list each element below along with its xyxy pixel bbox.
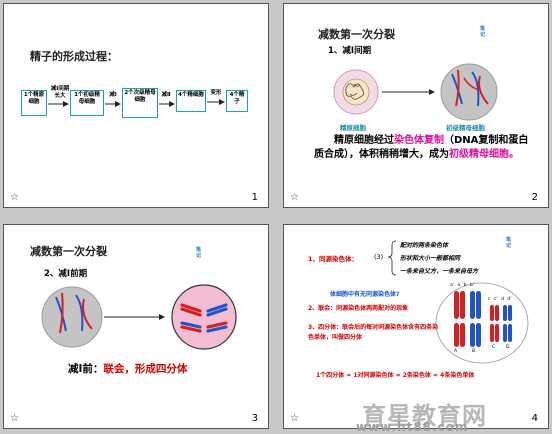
slide-3-note: 笔记 <box>196 247 202 259</box>
definition-line: 一条来自父方，一条来自母方 <box>400 268 479 275</box>
watermark-url: www.ht88.com <box>356 420 469 434</box>
arrow-label-interphase: 减Ⅰ间期长大 <box>50 86 70 99</box>
chromosome-label-D: D <box>506 345 510 350</box>
slide-star-icon: ☆ <box>290 192 299 203</box>
primary-spermatocyte-cell <box>440 63 498 121</box>
chromosome-label-C: C <box>492 345 496 350</box>
chromatid-label: d' <box>507 297 512 302</box>
tetrad-text: 3、四分体：联会后的每对同源染色体含有四条染色单体，叫做四分体 <box>308 323 444 343</box>
label-spermatogonium: 精原细胞 <box>340 124 366 132</box>
chromatid-label: b <box>463 283 467 288</box>
slide-2-note: 笔记 <box>480 26 486 38</box>
chromatid-label: c' <box>493 297 498 302</box>
chromosome-label-A: A <box>454 349 458 354</box>
chromatid-label: a' <box>450 283 454 288</box>
chromatid-label: d <box>501 297 504 302</box>
slide-1-arrows <box>48 99 225 107</box>
homologous-count: (3) <box>374 253 384 261</box>
chromosome-diagram <box>435 282 529 364</box>
para-highlight-spermatocyte: 初级精母细胞。 <box>449 149 519 160</box>
slide-number: 3 <box>251 413 258 424</box>
watermark-brand: 育星教育网 <box>362 402 487 430</box>
arrow-label-transform: 变形 <box>210 90 222 96</box>
tetrad-cell <box>171 284 237 350</box>
slide-number: 4 <box>531 413 538 424</box>
slide-3-caption: 减Ⅰ前：联会，形成四分体 <box>68 361 187 376</box>
tetrad-formula: 1个四分体 = 1对同源染色体 = 2条染色体 = 4条染色单体 <box>316 372 475 379</box>
slide-4-brace <box>387 240 397 276</box>
question-text: 体细胞中有无同源染色体? <box>330 291 400 298</box>
early-prophase-cell <box>41 286 103 348</box>
slide-2[interactable]: 减数第一次分裂 笔记 1、减Ⅰ间期 精原细胞 初级精母细胞 精原细胞经过染色体复… <box>283 3 549 208</box>
arrow-label-meiosis-1: 减Ⅰ <box>109 92 117 98</box>
homologous-label: 1、同源染色体： <box>308 255 359 263</box>
slide-star-icon: ☆ <box>10 192 19 203</box>
box-sperm: 4个精子 <box>226 90 248 112</box>
box-spermatogonium: 1个精原细胞 <box>21 90 47 116</box>
cell-outline <box>435 282 529 364</box>
slide-1[interactable]: 精子的形成过程： 1个精原细胞 减Ⅰ间期长大 1个初级精母细胞 减Ⅰ 2个次级精… <box>3 3 269 208</box>
chromatid-labels-top-1: a' a b b' <box>450 283 474 288</box>
para-part-a: 精原细胞经过 <box>334 135 394 146</box>
slide-3-title: 减数第一次分裂 <box>30 245 107 258</box>
definition-line: 形状和大小一般都相同 <box>400 255 461 262</box>
tetrad-definition: 3、四分体：联会后的每对同源染色体含有四条染色单体，叫做四分体 <box>308 324 439 341</box>
slide-2-cells <box>333 63 498 121</box>
caption-prefix: 减Ⅰ前： <box>68 363 104 375</box>
box-spermatid: 4个精细胞 <box>176 90 206 112</box>
slide-1-title: 精子的形成过程： <box>30 50 118 63</box>
para-highlight-replication: 染色体复制 <box>394 135 444 146</box>
chromatid-label: c <box>488 297 491 302</box>
slide-4-note: 笔记 <box>506 237 512 249</box>
homologous-definition: 配对的两条染色体 形状和大小一般都相同 一条来自父方，一条来自母方 <box>400 239 478 278</box>
slide-3-cells <box>41 284 237 350</box>
box-secondary-spermatocyte: 2个次级精母细胞 <box>122 88 158 118</box>
chromatid-labels-top-2: c c' d d' <box>488 297 511 302</box>
slide-2-paragraph: 精原细胞经过染色体复制（DNA复制和蛋白质合成），体积稍稍增大，成为初级精母细胞… <box>314 134 536 162</box>
slide-star-icon: ☆ <box>10 413 19 424</box>
chromatid-label: a <box>457 283 461 288</box>
chromosome-label-B: B <box>472 349 476 354</box>
chromatid-label: b' <box>469 283 475 288</box>
para-part-c: （DNA复制和蛋白质合成），体积稍稍增大，成为 <box>314 135 529 160</box>
slide-star-icon: ☆ <box>290 413 299 424</box>
slide-4[interactable]: 笔记 1、同源染色体： (3) 配对的两条染色体 形状和大小一般都相同 一条来自… <box>283 224 549 429</box>
slide-number: 1 <box>251 192 258 203</box>
arrow-label-meiosis-2: 减Ⅱ <box>161 92 171 98</box>
slide-2-subtitle: 1、减Ⅰ间期 <box>328 46 372 56</box>
synapsis-text: 2、联会：同源染色体两两配对的现象 <box>308 305 442 313</box>
box-primary-spermatocyte: 1个初级精母细胞 <box>70 90 104 116</box>
slide-3[interactable]: 减数第一次分裂 笔记 2、减Ⅰ前期 减Ⅰ前：联会，形成四分体 ☆ 3 <box>3 224 269 429</box>
definition-line: 配对的两条染色体 <box>400 242 449 249</box>
synapsis-definition: 2、联会：同源染色体两两配对的现象 <box>308 305 409 312</box>
caption-highlight: 联会，形成四分体 <box>103 363 188 375</box>
slide-number: 2 <box>531 192 538 203</box>
slide-2-title: 减数第一次分裂 <box>318 28 395 41</box>
label-primary-spermatocyte: 初级精母细胞 <box>446 124 485 132</box>
slide-3-subtitle: 2、减Ⅰ前期 <box>44 269 88 279</box>
